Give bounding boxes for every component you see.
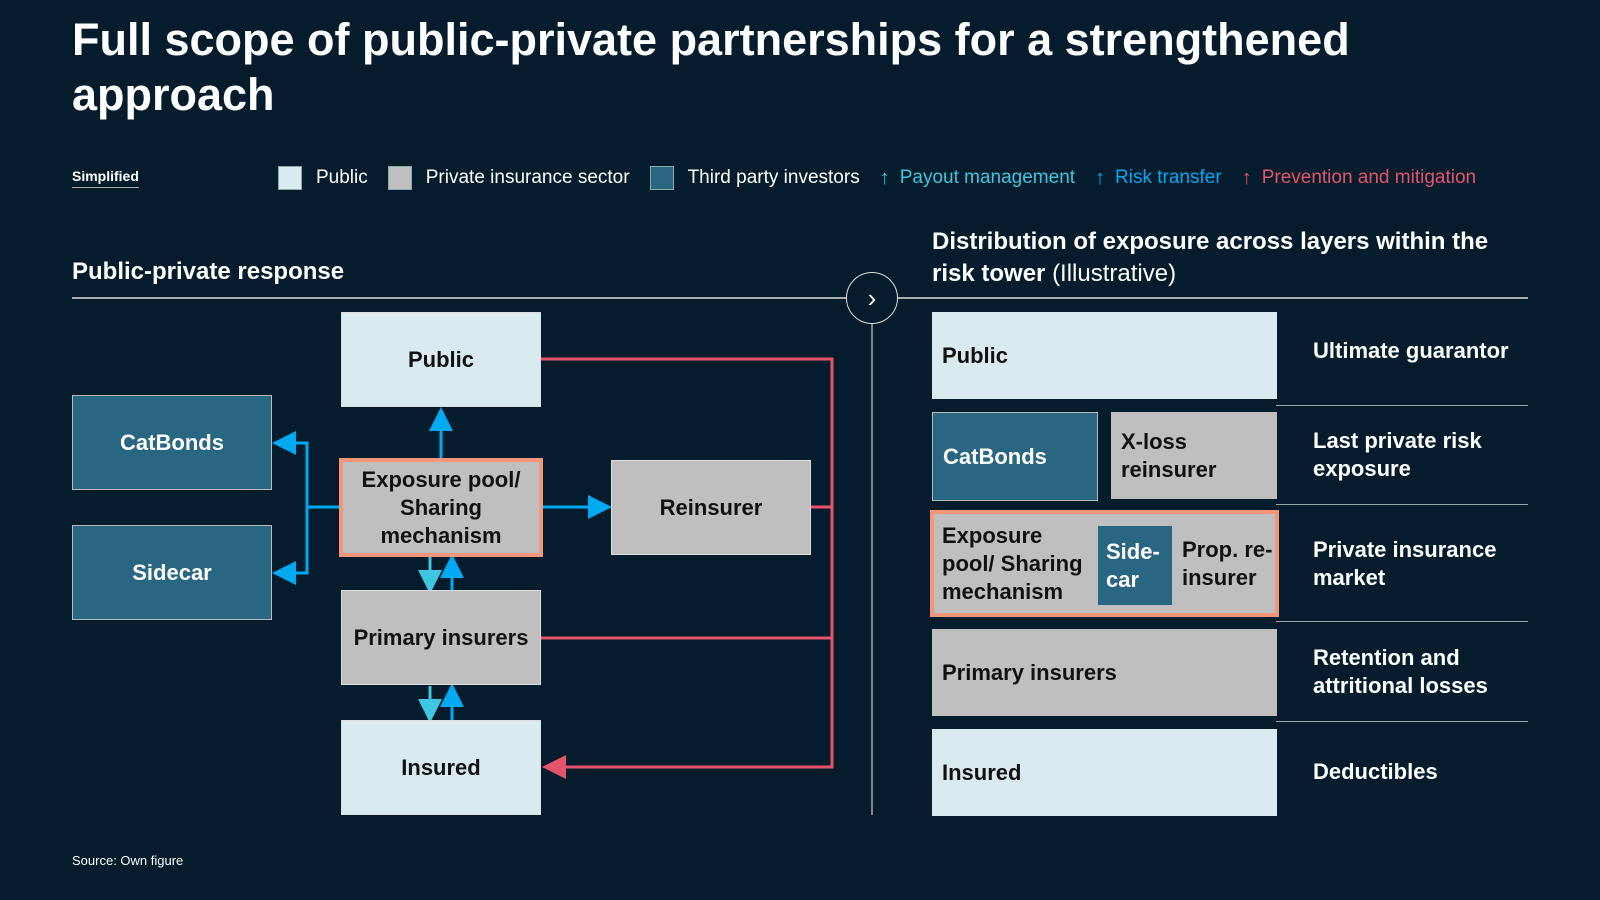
public-box: Public [341,312,541,407]
right-heading-light: (Illustrative) [1052,260,1177,287]
label-private-market: Private insurance market [1313,537,1497,590]
reinsurer-box: Reinsurer [611,460,811,555]
sidecar-box: Sidecar [72,525,272,620]
insured-box: Insured [341,720,541,815]
tower-sidecar: Side-car [1098,526,1172,605]
divider [1276,504,1528,505]
label-last-private: Last private risk exposure [1313,428,1482,481]
simplified-tag: Simplified [72,168,139,188]
right-heading-bold: Distribution of exposure across layers w… [932,228,1489,287]
third-swatch [649,166,674,190]
arrow-up-icon: ↑ [1241,166,1252,189]
primary-insurers-box: Primary insurers [341,590,541,685]
left-heading: Public-private response [72,258,345,285]
legend-payout: Payout management [899,167,1076,188]
legend-public: Public [316,167,368,188]
label-ultimate-guarantor: Ultimate guarantor [1313,338,1509,363]
chevron-right-icon: › [846,272,898,324]
tower-xloss: X-loss reinsurer [1111,412,1277,499]
right-heading: Distribution of exposure across layers w… [932,226,1532,290]
legend-prevention: Prevention and mitigation [1261,167,1477,188]
tower-primary: Primary insurers [932,629,1277,716]
public-swatch [278,166,302,190]
tower-public: Public [932,312,1277,399]
private-swatch [387,166,412,190]
tower-pool: Exposure pool/ Sharing mechanism [942,522,1083,604]
exposure-pool-box: Exposure pool/ Sharing mechanism [339,458,543,557]
arrow-up-icon: ↑ [1095,166,1106,189]
label-deductibles: Deductibles [1313,759,1438,784]
tower-prop-reinsurer: Prop. re-insurer [1182,536,1273,590]
divider [1276,721,1528,722]
tower-insured: Insured [932,729,1277,816]
arrow-up-icon: ↑ [879,166,890,189]
legend-third: Third party investors [687,167,860,188]
divider [1276,621,1528,622]
divider [1276,405,1528,406]
legend-risk: Risk transfer [1115,167,1222,188]
catbonds-box: CatBonds [72,395,272,490]
tower-catbonds: CatBonds [932,412,1098,501]
tower-pool-group: Exposure pool/ Sharing mechanism Side-ca… [930,510,1279,617]
legend: Public Private insurance sector Third pa… [278,166,1496,190]
legend-private: Private insurance sector [425,167,630,188]
source-note: Source: Own figure [72,853,184,868]
label-retention: Retention and attritional losses [1313,645,1488,698]
page-title: Full scope of public-private partnership… [72,14,1350,120]
